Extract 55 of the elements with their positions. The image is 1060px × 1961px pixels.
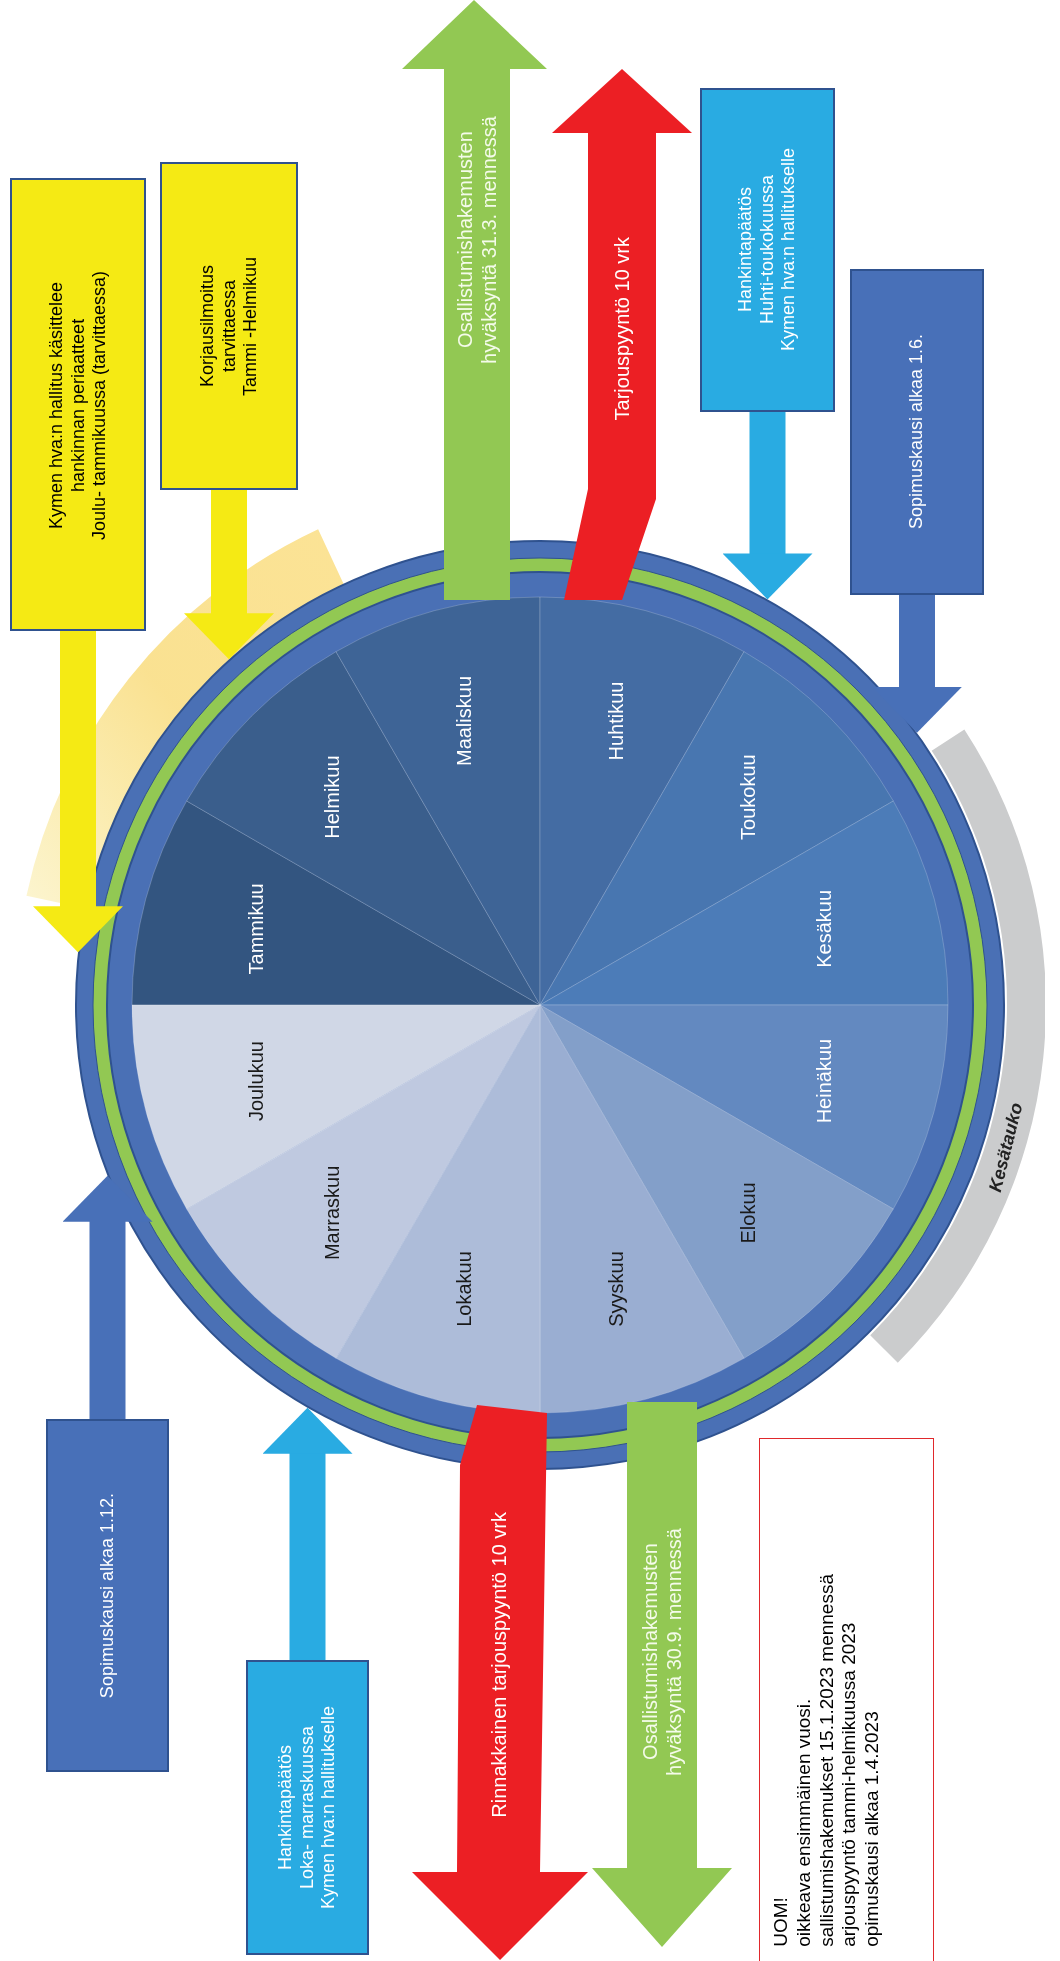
box-text: Kymen hva:n hallitukselle [778, 148, 800, 352]
box-text: Loka- marraskuussa [296, 1724, 318, 1892]
month-sector [539, 1004, 894, 1359]
box-text: Sopimuskausi alkaa 1.12. [96, 1492, 118, 1699]
arrow [722, 412, 813, 600]
note-box [759, 1438, 934, 1961]
month-label: Joulukuu [245, 1041, 267, 1122]
month-label: Lokakuu [452, 1251, 475, 1327]
month-label: Elokuu [736, 1182, 759, 1244]
month-label: Maaliskuu [452, 676, 475, 767]
box-text: Joulu- tammikuussa (tarvittaessa) [88, 268, 110, 542]
month-sector [186, 1004, 541, 1359]
month-label: Toukokuu [736, 754, 759, 840]
arrow-shape [402, 0, 547, 600]
box-text: Hankintapäätös [275, 1743, 297, 1873]
arrow-text: Rinnakkainen tarjouspyyntö 10 vrk [486, 1512, 511, 1818]
callout-box [700, 88, 835, 412]
note-text: sallistumishakemukset 15.1.2023 mennessä [815, 1574, 838, 1947]
box-text: Kymen hva:n hallitus käsittelee hankinnan periaatteet [45, 279, 89, 531]
month-label: Syyskuu [605, 1251, 628, 1327]
arrow-text: Osallistumishakemusten [453, 130, 477, 351]
month-label: Huhtikuu [605, 681, 628, 761]
arrow-shape [412, 1405, 588, 1960]
box-text: Korjausilmoitus tarvittaessa [196, 264, 240, 390]
callout-box [10, 178, 146, 631]
arrow-shape [592, 1402, 733, 1947]
arrow [62, 1175, 153, 1419]
month-label: Tammikuu [245, 883, 267, 975]
note-text: arjouspyyntö tammi-helmikuussa 2023 [838, 1621, 861, 1947]
month-sector [186, 651, 541, 1006]
arrow [262, 1407, 353, 1660]
month-label: Heinäkuu [813, 1038, 835, 1124]
arrow-text: Tarjouspyyntö 10 vrk [610, 237, 634, 421]
callout-box [850, 269, 984, 595]
month-label: Helmikuu [321, 755, 344, 839]
note-text: UOM! [770, 1896, 792, 1947]
month-label: Kesäkuu [813, 890, 835, 968]
arrow [184, 490, 274, 660]
box-text: Huhti-toukokuussa [756, 174, 778, 327]
note-text: oikkeava ensimmäinen vuosi. [792, 1697, 815, 1947]
arrow-shape [552, 69, 692, 600]
callout-box [160, 162, 298, 490]
arrow-text: hyväksyntä 30.9. mennessä [662, 1528, 686, 1776]
box-text: Kymen hva:n hallitukselle [318, 1705, 340, 1910]
month-label: Marraskuu [321, 1165, 344, 1261]
arrow-text: hyväksyntä 31.3. mennessä [477, 116, 501, 364]
box-text: Sopimuskausi alkaa 1.6. [906, 334, 928, 530]
callout-box [246, 1660, 369, 1955]
arrow [33, 631, 123, 953]
note-text: opimuskausi alkaa 1.4.2023 [861, 1710, 884, 1947]
month-sector [539, 651, 894, 1006]
callout-box [46, 1419, 169, 1772]
box-text: Hankintapäätös [735, 186, 757, 315]
box-text: Tammi -Helmikuu [239, 255, 261, 398]
arrow-text: Osallistumishakemusten [638, 1542, 662, 1763]
